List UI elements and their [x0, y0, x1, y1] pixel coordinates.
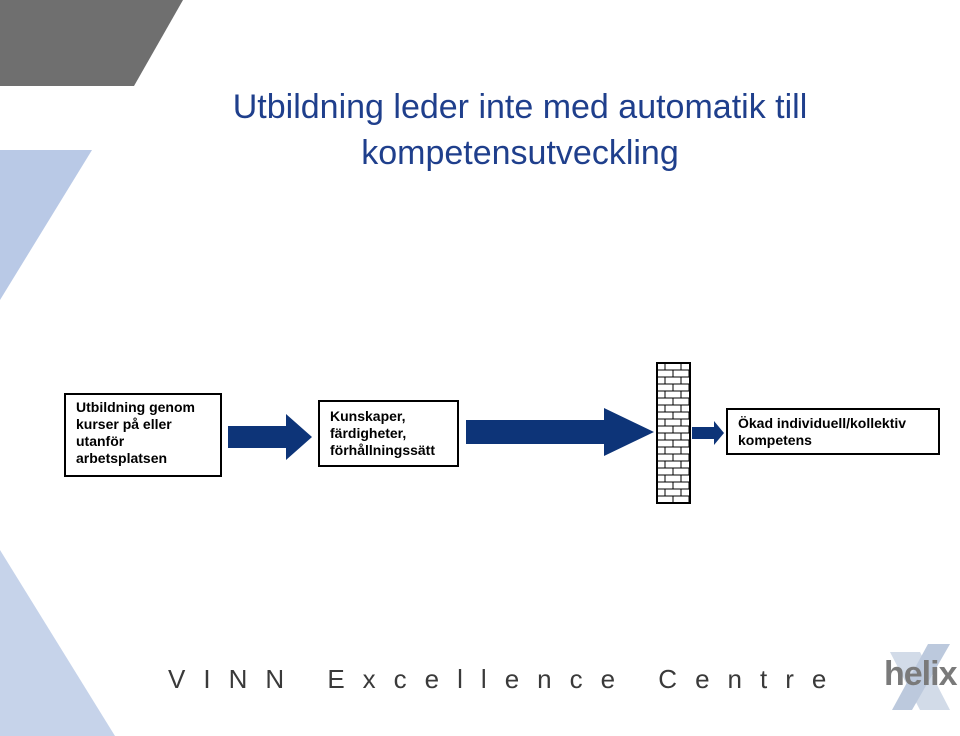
helix-logo-icon [890, 644, 950, 710]
footer-vinn-excellence-centre: VINN Excellence Centre [168, 664, 845, 694]
knowledge-box: Kunskaper, färdigheter, förhållningssätt [318, 400, 459, 467]
page-title: Utbildning leder inte med automatik till… [232, 88, 808, 172]
right-arrow-icon [228, 414, 312, 460]
helix-logo-text: helix [884, 655, 957, 693]
blue-left-shape-bottom [0, 550, 115, 736]
blue-left-shape-top [0, 150, 92, 300]
education-box: Utbildning genom kurser på eller utanför… [64, 393, 222, 477]
competence-box: Ökad individuell/kollektiv kompetens [726, 408, 940, 455]
gray-corner-shape [0, 0, 183, 86]
right-arrow-icon [692, 421, 724, 445]
right-arrow-icon [466, 408, 654, 456]
brick-wall-icon [656, 362, 691, 504]
